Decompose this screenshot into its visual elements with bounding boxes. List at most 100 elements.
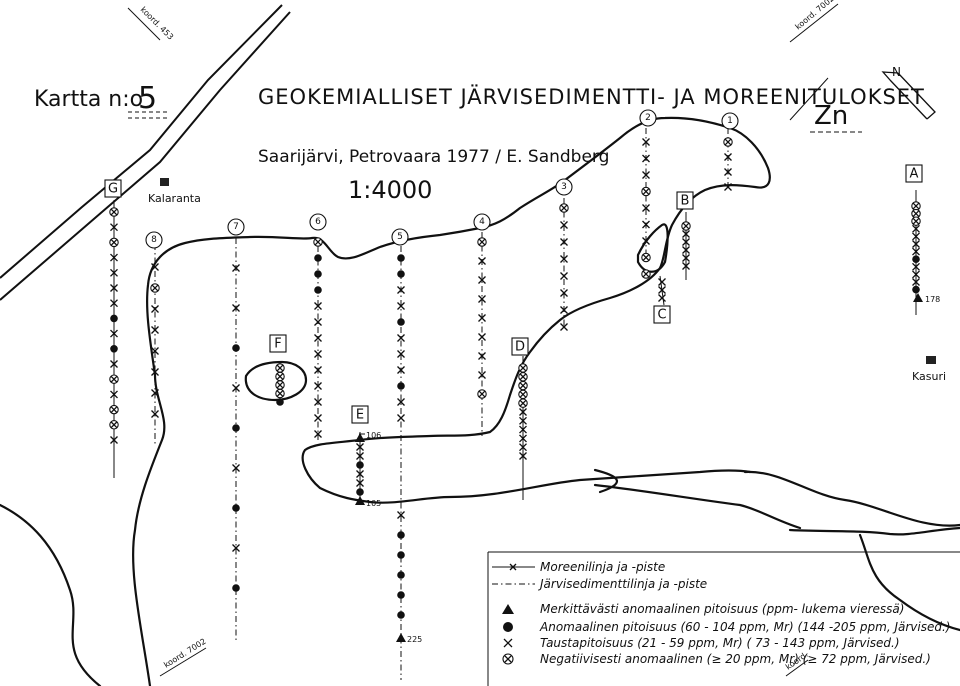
negative-point xyxy=(109,207,119,217)
negative-point xyxy=(109,237,119,248)
cross-point xyxy=(232,304,240,312)
negative-point xyxy=(518,389,528,400)
cross-point xyxy=(397,350,405,358)
cross-point xyxy=(724,183,732,191)
negative-point xyxy=(313,237,323,247)
svg-text:koord. 453: koord. 453 xyxy=(139,5,176,42)
svg-text:F: F xyxy=(274,337,281,352)
cross-point xyxy=(110,390,118,399)
negative-point xyxy=(518,398,528,408)
north-arrow-icon: N xyxy=(881,65,936,120)
cross-point xyxy=(397,398,405,406)
svg-text:E: E xyxy=(356,408,364,423)
cross-point xyxy=(912,270,920,279)
significant-anomaly-point xyxy=(355,433,365,442)
cross-point xyxy=(397,511,405,519)
negative-point xyxy=(559,203,569,213)
negative-point xyxy=(109,374,119,384)
svg-text:D: D xyxy=(515,340,525,355)
cross-point xyxy=(151,410,159,418)
anomalous-point xyxy=(397,531,405,539)
filled-circle-icon xyxy=(503,622,513,632)
anomalous-point xyxy=(232,504,240,512)
svg-text:Kalaranta: Kalaranta xyxy=(148,192,201,205)
cross-point xyxy=(519,408,527,416)
negative-point xyxy=(109,404,119,415)
cross-point xyxy=(314,334,322,342)
cross-point xyxy=(314,366,322,374)
svg-text:6: 6 xyxy=(315,217,321,227)
cross-point xyxy=(110,284,118,292)
cross-point xyxy=(110,223,118,232)
legend: Moreenilinja ja -piste Järvisedimenttili… xyxy=(487,551,960,686)
anomalous-point xyxy=(397,382,405,390)
anomalous-point xyxy=(314,254,322,262)
cross-point xyxy=(151,347,159,355)
map-subtitle: Saarijärvi, Petrovaara 1977 / E. Sandber… xyxy=(258,147,609,167)
cross-point xyxy=(314,430,322,438)
value-A: 178 xyxy=(925,295,940,304)
svg-text:1: 1 xyxy=(727,116,733,126)
anomalous-point xyxy=(232,344,240,352)
legend-moraine: Moreenilinja ja -piste xyxy=(540,560,665,574)
corner-top-left: koord. 453 xyxy=(127,5,176,42)
cross-point xyxy=(682,238,690,246)
cross-point xyxy=(642,138,650,146)
svg-text:3: 3 xyxy=(561,182,567,192)
cross-point xyxy=(912,278,920,286)
house-icon xyxy=(926,356,936,364)
cross-point xyxy=(560,238,568,246)
anomalous-point xyxy=(397,611,405,619)
svg-text:C: C xyxy=(657,308,666,323)
cross-point xyxy=(397,302,405,310)
cross-point xyxy=(314,414,322,422)
place-kalaranta: Kalaranta xyxy=(148,178,201,205)
cross-point xyxy=(682,254,690,262)
cross-point xyxy=(397,334,405,342)
negative-point xyxy=(641,252,651,263)
map-number: 5 xyxy=(138,81,157,116)
legend-negative: Negatiivisesti anomaalinen (≥ 20 ppm, Mr… xyxy=(540,652,931,666)
cross-point xyxy=(724,168,732,176)
cross-point xyxy=(356,470,364,478)
cross-point xyxy=(314,398,322,406)
anomalous-point xyxy=(356,461,364,469)
anomalous-point xyxy=(356,488,364,496)
map-scale: 1:4000 xyxy=(348,176,432,204)
cross-point xyxy=(478,314,486,322)
cross-point xyxy=(912,262,920,271)
negative-point xyxy=(275,363,285,373)
cross-point xyxy=(110,360,118,368)
cross-point xyxy=(658,278,666,286)
svg-text:5: 5 xyxy=(397,232,403,242)
cross-point xyxy=(682,262,690,270)
svg-text:G: G xyxy=(108,182,118,197)
anomalous-point xyxy=(314,286,322,294)
cross-point xyxy=(560,255,568,263)
cross-point xyxy=(658,286,666,294)
cross-point xyxy=(232,384,240,392)
negative-point xyxy=(723,137,733,147)
negative-point xyxy=(681,221,691,231)
svg-text:7: 7 xyxy=(233,222,239,232)
cross-point xyxy=(397,286,405,294)
cross-point xyxy=(314,382,322,390)
anomalous-point xyxy=(397,318,405,326)
anomalous-point xyxy=(232,584,240,592)
cross-point xyxy=(478,371,486,379)
svg-text:A: A xyxy=(910,167,919,182)
cross-point xyxy=(356,452,364,460)
anomalous-point xyxy=(397,254,405,262)
map-title: GEOKEMIALLISET JÄRVISEDIMENTTI- JA MOREE… xyxy=(258,84,925,109)
anomalous-point xyxy=(276,398,284,406)
negative-point xyxy=(477,389,487,399)
negative-point xyxy=(275,380,285,390)
cross-point xyxy=(912,224,920,233)
lake-shoreline xyxy=(0,116,960,686)
sample-points xyxy=(109,137,923,642)
cross-point xyxy=(642,204,650,212)
negative-point xyxy=(518,380,528,391)
cross-point xyxy=(232,544,240,552)
svg-text:N: N xyxy=(892,65,901,79)
